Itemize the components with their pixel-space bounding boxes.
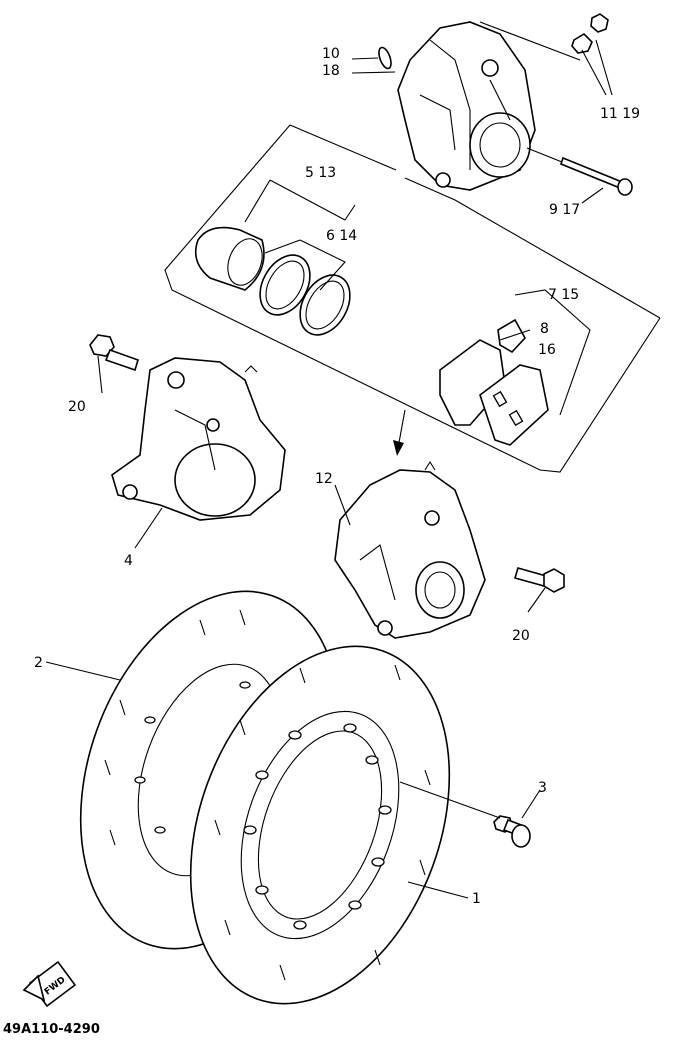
label-16: 16 bbox=[538, 342, 556, 358]
exploded-group-outline bbox=[164, 124, 661, 473]
diagram-code: 49A110-4290 bbox=[3, 1022, 100, 1037]
forward-arrow-icon: FWD bbox=[22, 960, 77, 1008]
label-3: 3 bbox=[538, 780, 547, 796]
assembly-arrow bbox=[393, 409, 406, 456]
disc-bolt bbox=[493, 815, 531, 848]
label-6-14: 6 14 bbox=[326, 228, 357, 244]
caliper-assembly-right bbox=[334, 460, 486, 639]
label-5-13: 5 13 bbox=[305, 165, 336, 181]
label-4: 4 bbox=[124, 553, 133, 569]
top-caliper bbox=[397, 21, 536, 191]
caliper-assembly-left bbox=[111, 357, 286, 521]
label-7-15: 7 15 bbox=[548, 287, 579, 303]
label-10: 10 bbox=[322, 46, 340, 62]
brake-pads bbox=[439, 339, 549, 446]
label-18: 18 bbox=[322, 63, 340, 79]
label-1: 1 bbox=[472, 891, 481, 907]
label-12: 12 bbox=[315, 471, 333, 487]
piston-seals bbox=[259, 254, 351, 336]
bleed-screw bbox=[571, 13, 613, 96]
label-20-left: 20 bbox=[68, 399, 86, 415]
bleed-plug bbox=[378, 46, 392, 70]
label-9-17: 9 17 bbox=[549, 202, 580, 218]
leader-lines bbox=[45, 57, 604, 899]
mount-bolt-left bbox=[89, 334, 139, 372]
label-8: 8 bbox=[540, 321, 549, 337]
mount-bolt-right bbox=[513, 567, 565, 593]
brake-disc-right bbox=[189, 645, 451, 1005]
label-2: 2 bbox=[34, 655, 43, 671]
piston bbox=[194, 226, 265, 291]
label-20-right: 20 bbox=[512, 628, 530, 644]
label-11-19: 11 19 bbox=[600, 106, 640, 122]
pad-pin bbox=[560, 156, 633, 196]
